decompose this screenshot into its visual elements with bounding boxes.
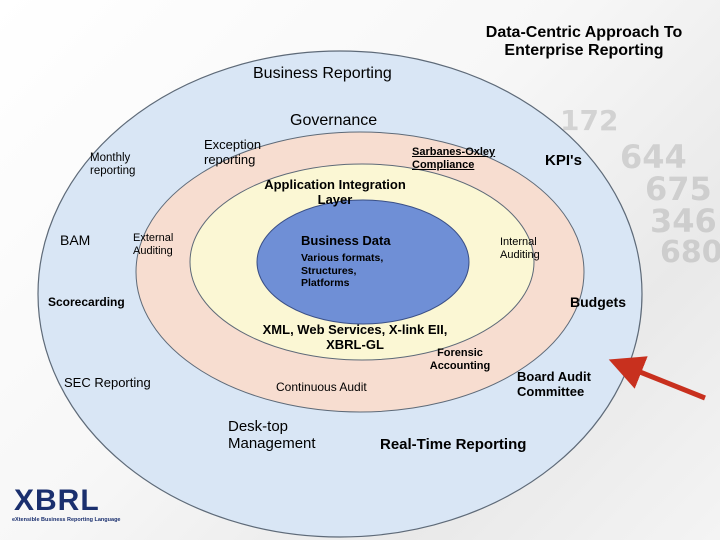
business-reporting-label: Business Reporting — [253, 65, 392, 83]
desktop-management-label: Desk-top Management — [228, 418, 338, 453]
kpis-label: KPI's — [545, 152, 582, 169]
forensic-accounting-label: Forensic Accounting — [424, 347, 496, 372]
monthly-reporting-label: Monthly reporting — [90, 152, 150, 178]
scorecarding-label: Scorecarding — [48, 296, 125, 310]
bam-label: BAM — [60, 232, 90, 248]
sarbanes-oxley-label: Sarbanes-Oxley Compliance — [412, 146, 512, 171]
real-time-reporting-label: Real-Time Reporting — [380, 436, 526, 453]
board-audit-label: Board Audit Committee — [517, 370, 607, 400]
external-auditing-label: External Auditing — [133, 232, 193, 257]
xbrl-logo-tagline: eXtensible Business Reporting Language — [12, 517, 140, 523]
sec-reporting-label: SEC Reporting — [64, 376, 151, 391]
business-data-label: Business Data — [301, 234, 391, 249]
pointer-arrow — [625, 366, 705, 398]
page-title: Data-Centric Approach To Enterprise Repo… — [478, 24, 690, 61]
xbrl-logo-word: XBRL — [14, 486, 100, 516]
exception-reporting-label: Exception reporting — [204, 138, 276, 168]
xml-services-label: XML, Web Services, X-link EII, XBRL-GL — [260, 323, 450, 353]
internal-auditing-label: Internal Auditing — [500, 236, 560, 261]
governance-label: Governance — [290, 112, 377, 130]
bg-number: 680 — [660, 235, 720, 270]
app-integration-label: Application Integration Layer — [262, 178, 408, 208]
bg-number: 172 — [560, 104, 618, 137]
continuous-audit-label: Continuous Audit — [276, 381, 367, 395]
budgets-label: Budgets — [570, 294, 626, 310]
business-data-subtitle: Various formats, Structures, Platforms — [301, 252, 399, 290]
xbrl-logo: XBRL eXtensible Business Reporting Langu… — [10, 486, 140, 536]
